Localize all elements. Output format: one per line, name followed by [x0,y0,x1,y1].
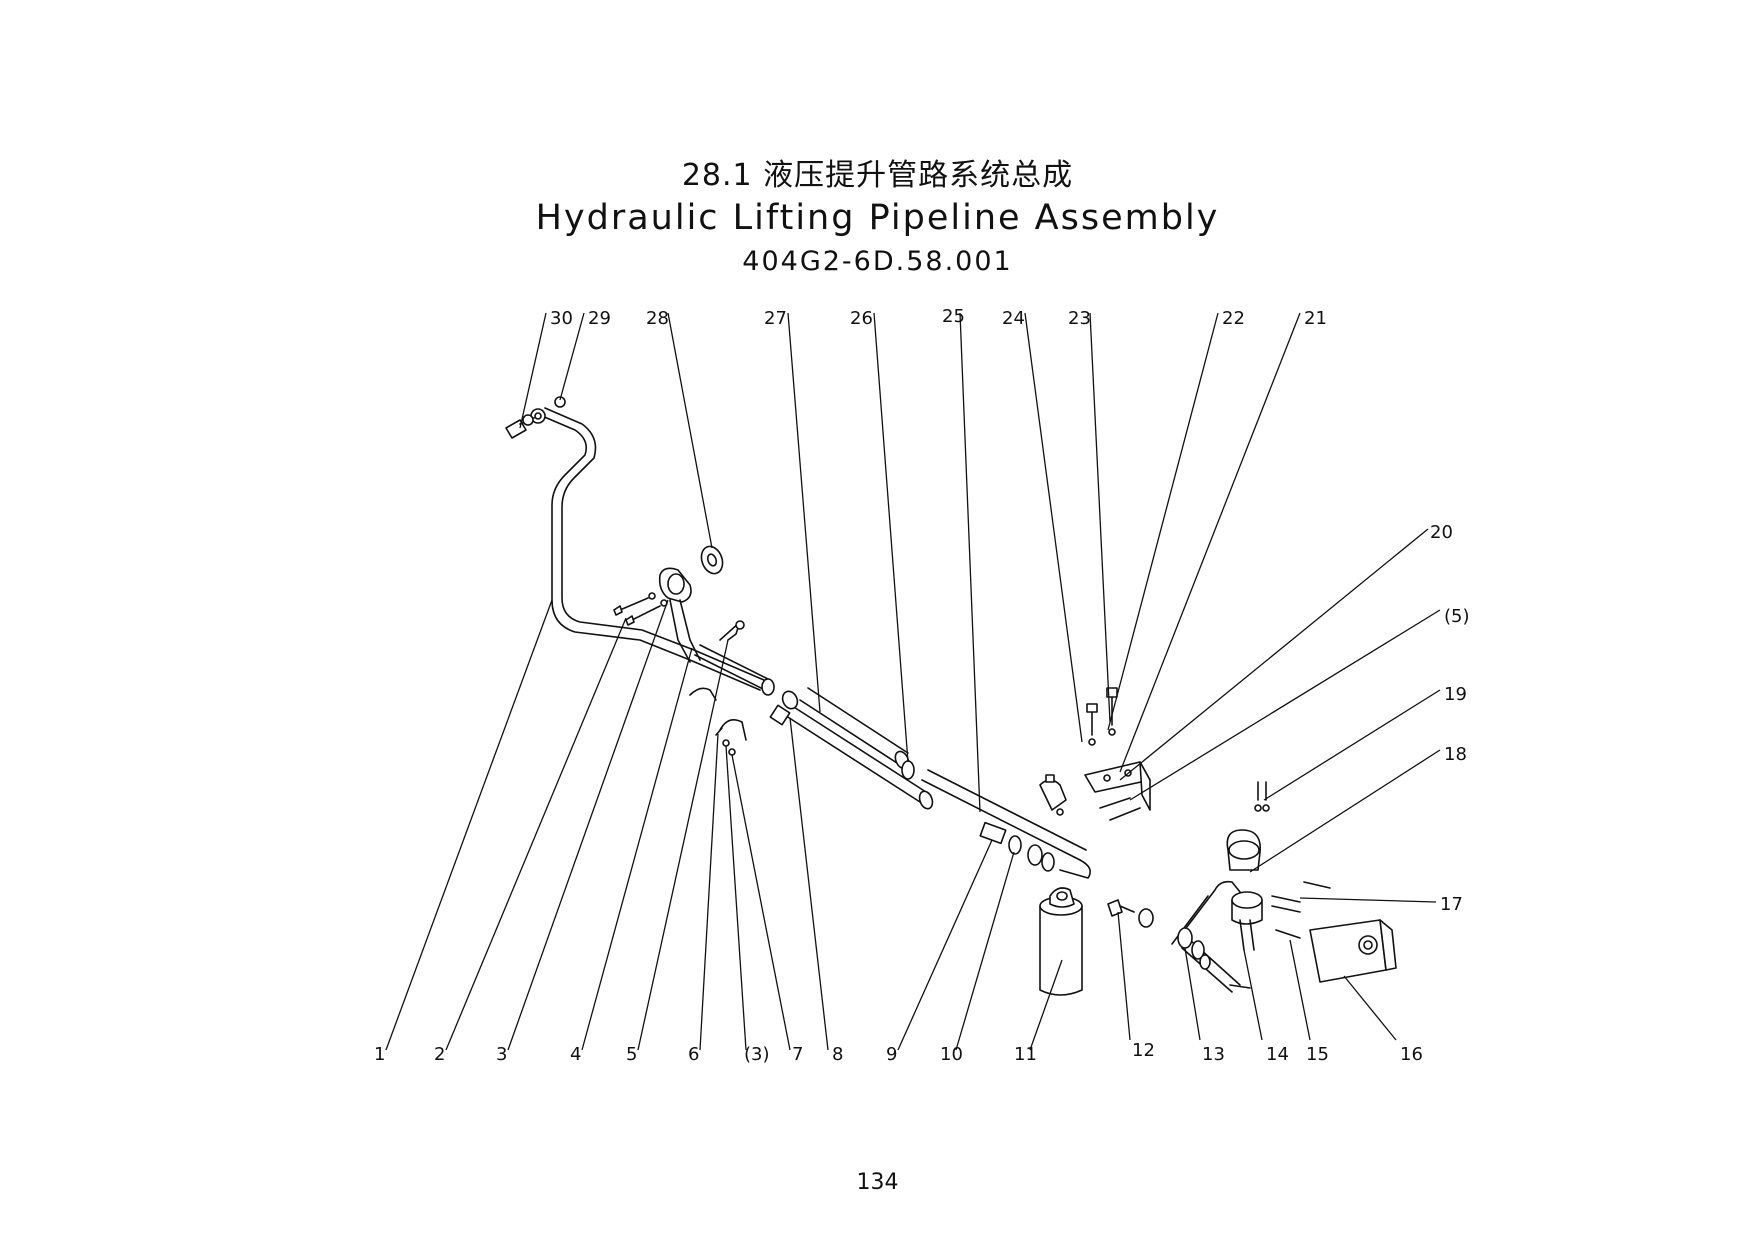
callout-4: 4 [570,1044,581,1065]
leader-lines [385,312,1441,1051]
leader-6 [699,733,719,1051]
callout-13: 13 [1202,1044,1225,1065]
parts-artwork [505,396,1397,996]
callout-labels: 30 29 28 27 26 25 24 23 22 21 20 (5) 19 … [374,306,1470,1065]
leader-9 [897,839,993,1051]
leader-3 [507,599,669,1051]
leader-29 [559,312,585,401]
hose-clamp-part [901,760,915,780]
leader-14 [1243,949,1263,1041]
bolt-part [1107,899,1154,928]
leader-3-ref [725,745,747,1051]
callout-8: 8 [832,1044,843,1065]
leader-20 [1119,528,1429,781]
flange-part [613,567,701,663]
leader-18 [1249,749,1441,873]
leader-4 [581,647,693,1051]
leader-5 [637,639,729,1051]
leader-2 [445,617,627,1051]
leader-11 [1029,959,1063,1051]
drawing-number: 404G2-6D.58.001 [742,246,1013,277]
o-ring-part [554,396,566,408]
callout-29: 29 [588,308,611,329]
leader-7 [731,754,791,1051]
union-fitting-part [979,821,1055,872]
callout-1: 1 [374,1044,385,1065]
callout-10: 10 [940,1044,963,1065]
leader-1 [385,599,553,1051]
callout-16: 16 [1400,1044,1423,1065]
callout-27: 27 [764,308,787,329]
title-chinese: 28.1 液压提升管路系统总成 [681,158,1074,193]
leader-24 [1024,312,1083,743]
callout-3-ref: (3) [744,1044,770,1065]
leader-26 [873,312,909,763]
callout-24: 24 [1002,308,1025,329]
callout-21: 21 [1304,308,1327,329]
upper-hose-part [781,687,910,770]
suction-pipe-part [530,407,765,691]
leader-22 [1107,312,1219,731]
callout-26: 26 [850,308,873,329]
leader-25 [959,312,981,813]
callout-3: 3 [496,1044,507,1065]
callout-5: 5 [626,1044,637,1065]
hose-part [769,701,934,810]
callout-18: 18 [1444,744,1467,765]
leader-17 [1299,897,1437,903]
callout-6: 6 [688,1044,699,1065]
leader-5-ref [1129,609,1441,801]
leader-15 [1289,939,1311,1041]
callout-22: 22 [1222,308,1245,329]
callout-20: 20 [1430,522,1453,543]
bracket-assembly-part [1039,687,1151,821]
callout-23: 23 [1068,308,1091,329]
leader-30 [519,312,547,429]
callout-5-ref: (5) [1444,606,1470,627]
callout-30: 30 [550,308,573,329]
leader-10 [955,851,1015,1051]
callout-25: 25 [942,306,965,327]
leader-23 [1089,312,1111,723]
leader-8 [789,717,829,1051]
leader-21 [1119,312,1301,773]
seal-washer-part [700,545,724,575]
leader-19 [1263,689,1441,801]
filter-pipe-part [921,769,1091,879]
callout-12: 12 [1132,1040,1155,1061]
leader-16 [1343,975,1397,1041]
callout-19: 19 [1444,684,1467,705]
leader-13 [1184,947,1201,1041]
callout-11: 11 [1014,1044,1037,1065]
page-number: 134 [856,1170,899,1195]
pump-assembly-part [1171,781,1397,993]
callout-9: 9 [886,1044,897,1065]
callout-7: 7 [792,1044,803,1065]
leader-27 [787,312,821,713]
oil-filter-part [1039,887,1083,996]
callout-28: 28 [646,308,669,329]
clamp-set-part [715,719,747,756]
callout-2: 2 [434,1044,445,1065]
leader-28 [667,312,713,549]
leader-12 [1117,911,1131,1041]
title-english: Hydraulic Lifting Pipeline Assembly [535,198,1220,238]
callout-15: 15 [1306,1044,1329,1065]
return-pipe-part [689,620,775,701]
callout-17: 17 [1440,894,1463,915]
callout-14: 14 [1266,1044,1289,1065]
